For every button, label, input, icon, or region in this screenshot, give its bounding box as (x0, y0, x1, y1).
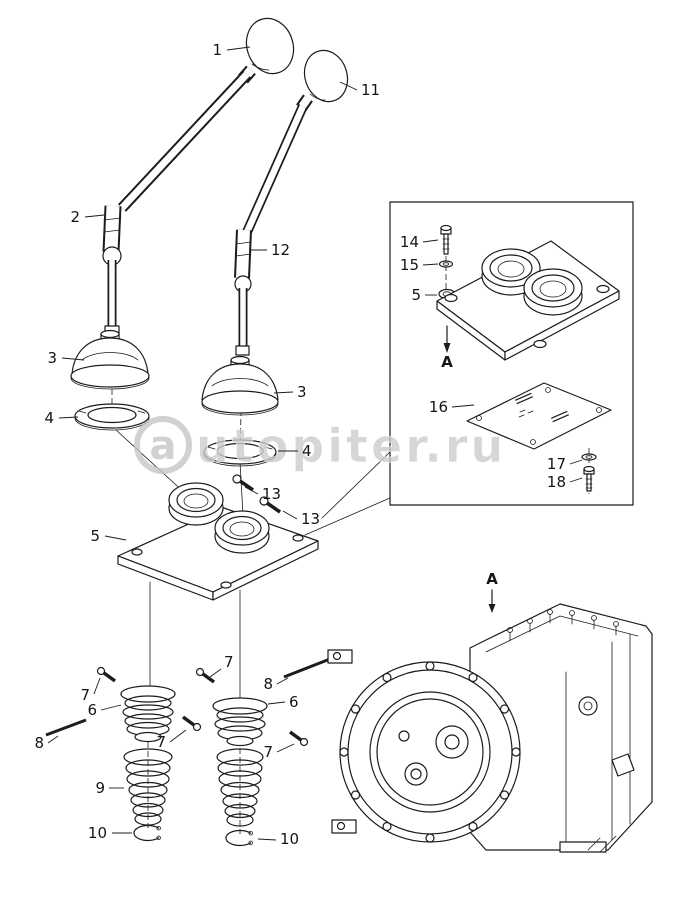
shift-knob-right (303, 49, 349, 103)
dust-boot-left (70, 329, 150, 390)
shift-knob-left (245, 17, 295, 75)
inset-view-arrow (443, 325, 451, 353)
callout-boot-left: 3 (47, 349, 57, 367)
circlip-left (133, 824, 161, 842)
gear-lever-left (102, 17, 295, 336)
bellows-boot-right (212, 697, 268, 747)
pin-right-top (195, 667, 216, 684)
callout-pin-right-bottom: 7 (263, 743, 273, 761)
screw-13-top (232, 474, 254, 492)
watermark-text: utopiter.ru (196, 419, 506, 473)
callout-knob-right: 11 (361, 81, 380, 99)
callout-inset-screw2: 18 (547, 473, 566, 491)
inset-detail-box (389, 201, 634, 506)
rod-right (283, 657, 331, 679)
pin-left-bottom (181, 715, 202, 732)
cover-plate (117, 482, 319, 601)
callout-lever-left: 2 (70, 208, 80, 226)
callout-inset-screw: 14 (400, 233, 419, 251)
pin-right-bottom (288, 730, 309, 747)
callout-pin-right-top: 7 (224, 653, 234, 671)
watermark-logo-circle (134, 416, 192, 474)
callout-pin-left-bottom: 7 (156, 733, 166, 751)
housing-studs (507, 609, 619, 642)
callout-pin-left-top: 7 (80, 686, 90, 704)
callout-ring-left: 4 (44, 409, 54, 427)
callout-clip-right: 10 (280, 830, 299, 848)
callout-boot6-right: 6 (289, 693, 299, 711)
callout-inset-gasket: 16 (429, 398, 448, 416)
callout-clip-left: 10 (88, 824, 107, 842)
view-label-a-inset: A (441, 353, 453, 371)
callout-screw-top: 13 (262, 485, 281, 503)
axis-lines (111, 335, 391, 834)
callout-inset-washer2: 17 (547, 455, 566, 473)
callout-labels: 1 2 3 4 3 4 5 11 12 13 13 14 15 5 16 17 … (34, 41, 566, 848)
callout-ring-right: 4 (302, 442, 312, 460)
pin-left-top (96, 666, 117, 683)
transmission-housing (327, 603, 653, 853)
housing-view-arrow (488, 589, 496, 613)
inset-cover-plate (436, 240, 620, 361)
circlip-right (225, 829, 253, 847)
inset-gasket-16 (466, 382, 612, 450)
callout-spring-left: 9 (95, 779, 105, 797)
callout-screw-bottom: 13 (301, 510, 320, 528)
inset-screw-18 (583, 465, 595, 492)
callout-cover-plate: 5 (90, 527, 100, 545)
inset-washer-17 (581, 453, 597, 461)
view-label-a-housing: A (486, 570, 498, 588)
callout-leaders (47, 46, 583, 841)
callout-rod-left: 8 (34, 734, 44, 752)
inset-washer-15 (438, 260, 454, 268)
callout-knob-left: 1 (212, 41, 222, 59)
callout-inset-washer: 15 (400, 256, 419, 274)
watermark: a utopiter.ru (134, 416, 506, 474)
retainer-ring-left (74, 403, 150, 431)
spring-right (216, 748, 264, 827)
screw-13-bottom (259, 496, 281, 514)
gear-lever-right (234, 49, 349, 356)
watermark-logo-letter: a (150, 423, 177, 469)
callout-boot6-left: 6 (87, 701, 97, 719)
callout-inset-plate: 5 (411, 286, 421, 304)
callout-boot-right: 3 (297, 383, 307, 401)
inset-screw-14 (440, 224, 452, 255)
retainer-ring-right (203, 439, 277, 467)
rod-left (45, 718, 87, 737)
spring-left (123, 748, 173, 826)
callout-rod-right: 8 (263, 675, 273, 693)
bellows-boot-left (120, 685, 176, 743)
callout-lever-right: 12 (271, 241, 290, 259)
dust-boot-right (201, 355, 279, 416)
